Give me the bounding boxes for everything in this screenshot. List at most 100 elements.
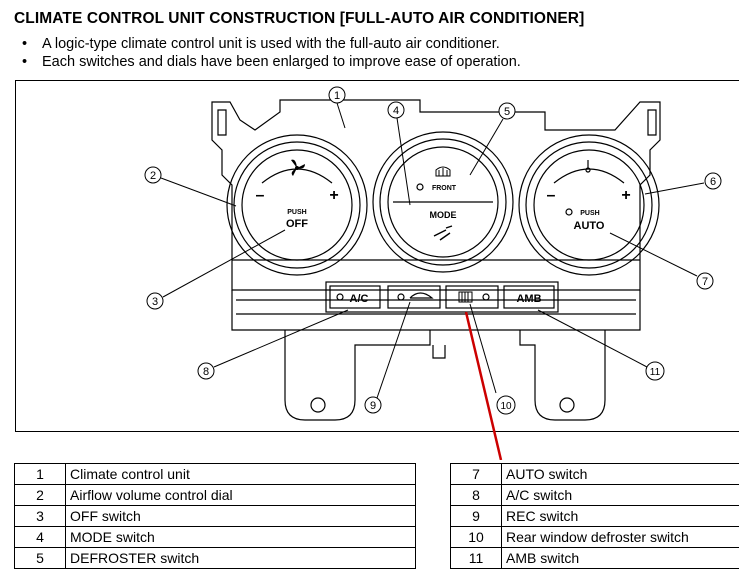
part-name: Airflow volume control dial <box>65 484 416 506</box>
callout-9: 9 <box>370 400 376 412</box>
part-number: 10 <box>450 526 502 548</box>
housing-outline <box>211 99 661 291</box>
callout-10: 10 <box>500 401 512 412</box>
left-push-label: PUSH <box>287 209 306 216</box>
left-dial-outer <box>226 134 368 276</box>
right-dial-arc <box>553 168 625 184</box>
callout-7: 7 <box>702 276 708 288</box>
part-number: 4 <box>14 526 66 548</box>
callout-8: 8 <box>203 366 209 378</box>
front-label: FRONT <box>432 185 457 192</box>
center-dial-outer <box>372 131 514 273</box>
right-push-indicator <box>565 208 573 216</box>
callout-circle-9 <box>364 396 382 414</box>
center-dial-ring <box>379 138 507 266</box>
fan-icon <box>291 159 305 176</box>
right-bracket <box>519 330 606 421</box>
leader-10 <box>469 303 497 394</box>
left-minus-label: – <box>256 187 265 204</box>
amb-button-frame <box>503 285 555 309</box>
rear-defrost-button-frame <box>445 285 499 309</box>
thermometer-icon <box>585 160 591 173</box>
bullet-text: A logic-type climate control unit is use… <box>42 36 500 52</box>
off-label: OFF <box>286 218 308 230</box>
callout-circle-11 <box>645 361 665 381</box>
right-dial-inner <box>533 149 645 261</box>
callout-circle-7 <box>696 272 714 290</box>
auto-label: AUTO <box>574 220 605 232</box>
right-push-label: PUSH <box>580 210 599 217</box>
rear-defroster-icon <box>458 291 473 303</box>
leader-4 <box>396 117 411 206</box>
ac-button-label: A/C <box>350 293 369 305</box>
left-plus-label: + <box>329 187 338 204</box>
housing-lower <box>231 290 641 331</box>
button-panel <box>325 281 559 313</box>
leader-5 <box>469 118 504 176</box>
callout-circle-4 <box>387 101 405 119</box>
rear-defrost-indicator <box>482 293 490 301</box>
right-dial-ring <box>525 141 653 269</box>
part-name: Rear window defroster switch <box>501 526 739 548</box>
red-annotation-line <box>464 311 503 460</box>
right-minus-label: – <box>547 187 556 204</box>
bullet-dot: • <box>22 36 28 52</box>
part-name: REC switch <box>501 505 739 527</box>
leader-6 <box>644 182 705 195</box>
part-name: AMB switch <box>501 547 739 569</box>
page-title: CLIMATE CONTROL UNIT CONSTRUCTION [FULL-… <box>14 10 585 27</box>
part-number: 2 <box>14 484 66 506</box>
callout-circle-2 <box>144 166 162 184</box>
front-indicator <box>416 183 424 191</box>
callout-3: 3 <box>152 296 158 308</box>
part-number: 11 <box>450 547 502 569</box>
housing-strip <box>236 299 636 315</box>
defroster-icon <box>435 166 451 177</box>
diagram-frame <box>15 80 739 432</box>
mode-label: MODE <box>430 210 457 220</box>
center-tab <box>432 345 446 359</box>
right-plus-label: + <box>621 187 630 204</box>
leader-11 <box>537 309 648 368</box>
part-number: 1 <box>14 463 66 485</box>
callout-circle-6 <box>704 172 722 190</box>
rec-indicator <box>397 293 405 301</box>
part-name: OFF switch <box>65 505 416 527</box>
callout-2: 2 <box>150 170 156 182</box>
callout-circle-5 <box>498 102 516 120</box>
rec-button-frame <box>387 285 441 309</box>
bullet-item: • Each switches and dials have been enlar… <box>22 53 521 71</box>
part-name: DEFROSTER switch <box>65 547 416 569</box>
callout-1: 1 <box>334 90 340 102</box>
callout-5: 5 <box>504 106 510 118</box>
bullet-dot: • <box>22 54 28 70</box>
left-mount-hole <box>310 397 326 413</box>
part-number: 8 <box>450 484 502 506</box>
ac-indicator <box>336 293 344 301</box>
left-dial-arc <box>261 168 333 184</box>
left-bracket <box>284 330 431 421</box>
part-number: 7 <box>450 463 502 485</box>
callout-11: 11 <box>650 367 661 378</box>
part-number: 3 <box>14 505 66 527</box>
center-dial-inner <box>387 146 499 258</box>
right-mount-hole <box>559 397 575 413</box>
bullet-text: Each switches and dials have been enlarg… <box>42 54 521 70</box>
airflow-mode-icon <box>433 225 453 241</box>
callout-circle-1 <box>328 86 346 104</box>
callout-circle-10 <box>496 395 516 415</box>
callout-circle-8 <box>197 362 215 380</box>
right-dial-outer <box>518 134 660 276</box>
part-name: A/C switch <box>501 484 739 506</box>
